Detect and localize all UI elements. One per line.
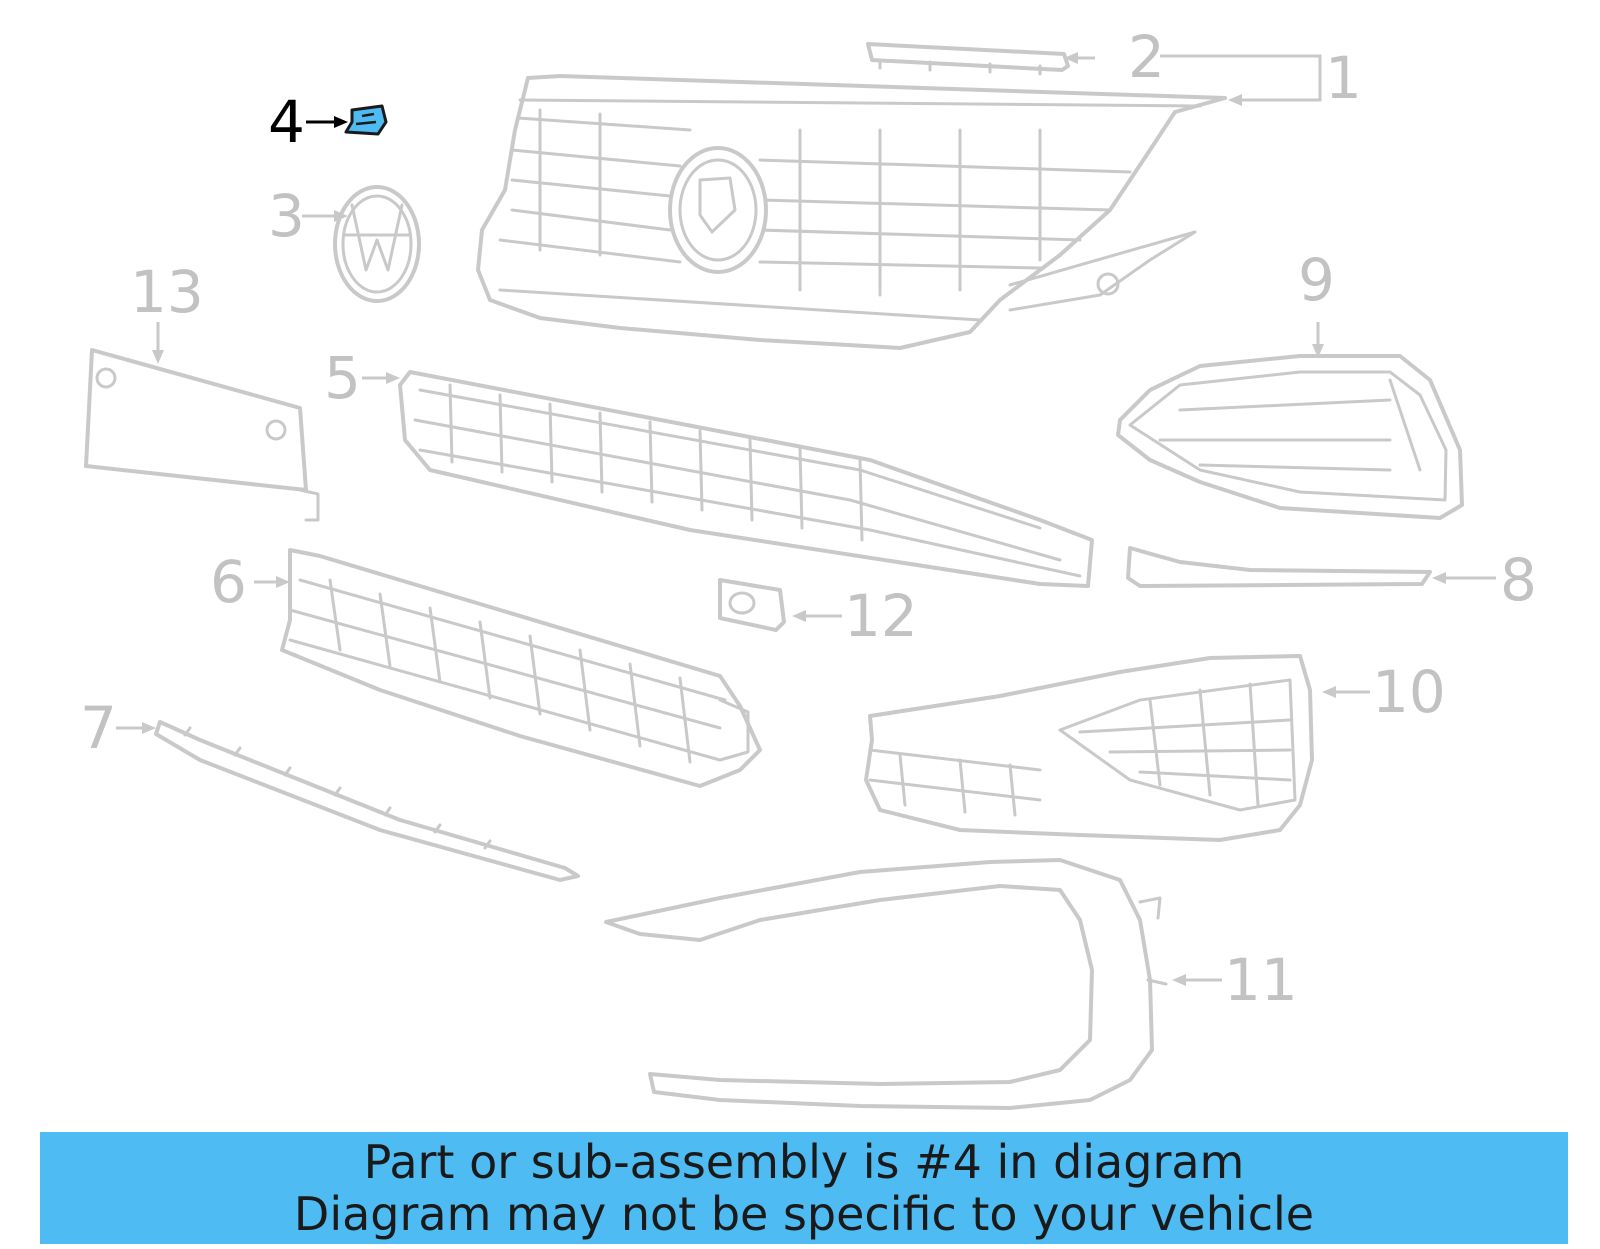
- part-13-plate-bracket: [84, 348, 320, 522]
- callout-8: 8: [1500, 546, 1537, 614]
- part-10-fog-grille: [864, 654, 1314, 842]
- callout-labels: 1 2 3 4 13 5 9 8 6 12 10 7 11: [80, 23, 1537, 1014]
- banner-line-2: Diagram may not be specific to your vehi…: [293, 1187, 1315, 1241]
- info-banner: Part or sub-assembly is #4 in diagram Di…: [40, 1132, 1568, 1244]
- banner-line-1: Part or sub-assembly is #4 in diagram: [363, 1135, 1245, 1189]
- leader-lines: [116, 52, 1496, 986]
- part-4-clip-highlighted: [344, 104, 388, 136]
- part-5-lower-grille: [398, 370, 1094, 588]
- part-8-trim: [1126, 546, 1432, 588]
- callout-3: 3: [268, 182, 305, 250]
- callout-7: 7: [80, 694, 117, 762]
- part-9-fog-lamp-cover: [1116, 354, 1464, 520]
- part-7-trim-strip: [154, 720, 580, 882]
- part-11-bezel: [604, 858, 1168, 1110]
- part-2-trim-strip: [866, 42, 1070, 76]
- callout-4: 4: [268, 88, 305, 156]
- part-6-honeycomb-grille: [280, 548, 762, 788]
- callout-10: 10: [1372, 658, 1446, 726]
- callout-6: 6: [210, 548, 247, 616]
- part-3-emblem: [333, 185, 421, 303]
- callout-5: 5: [324, 344, 361, 412]
- callout-2: 2: [1128, 23, 1165, 91]
- callout-11: 11: [1224, 946, 1298, 1014]
- callout-12: 12: [844, 582, 918, 650]
- part-1-upper-grille: [476, 74, 1227, 350]
- callout-9: 9: [1298, 246, 1335, 314]
- callout-13: 13: [130, 258, 204, 326]
- part-12-sensor: [718, 578, 786, 632]
- callout-1: 1: [1325, 44, 1362, 112]
